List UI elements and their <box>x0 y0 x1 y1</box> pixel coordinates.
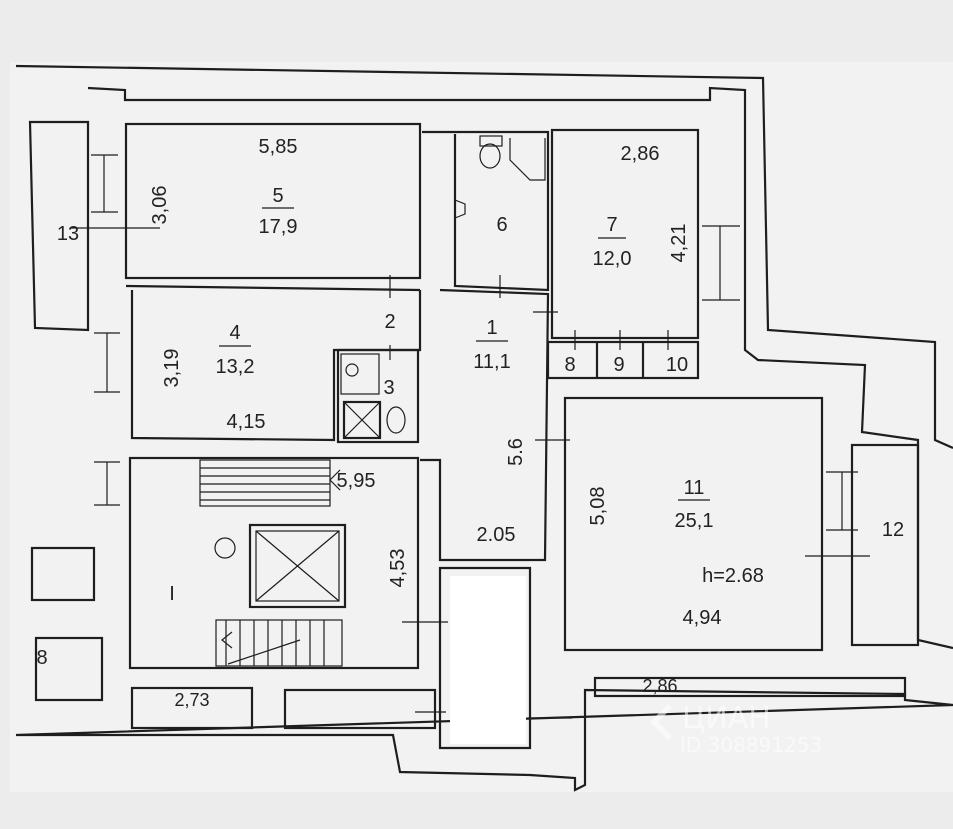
room-1-area: 11,1 <box>473 351 510 373</box>
room-5-dim-h: 3,06 <box>149 186 171 225</box>
outer-wall-inner <box>87 86 953 650</box>
room-11-dim-h: 5,08 <box>587 487 609 526</box>
room-6-sink <box>454 199 466 219</box>
room-13-num: 13 <box>57 223 79 245</box>
room-11-ceiling: h=2.68 <box>702 565 764 587</box>
edge-room-num: 8 <box>36 647 47 669</box>
bottom-dim-a: 2,73 <box>174 690 209 710</box>
room-6-shower <box>509 138 546 181</box>
closets-walls <box>546 340 700 380</box>
watermark: ЦИАН ID 308891253 <box>650 701 822 757</box>
window-marks-left <box>91 154 120 506</box>
room-13-walls <box>28 120 90 332</box>
room-7-walls <box>550 128 700 340</box>
room-7-area: 12,0 <box>593 248 632 270</box>
room-3-shower <box>342 400 382 440</box>
room-4-dim-h: 3,19 <box>161 349 183 388</box>
room-8-num: 8 <box>564 354 575 376</box>
watermark-id: ID 308891253 <box>680 733 822 757</box>
room-5-dim-w: 5,85 <box>259 136 298 158</box>
watermark-logo-icon <box>650 704 672 740</box>
corridor-dim-h: 5.6 <box>505 438 527 466</box>
room-6-toilet <box>479 143 501 169</box>
room-3-shower-x2 <box>343 401 381 439</box>
stairs-top <box>199 459 341 507</box>
stair-post <box>214 537 236 559</box>
room-7-dim-w: 2,86 <box>621 143 660 165</box>
stair-hall-walls <box>128 456 420 670</box>
room-9-num: 9 <box>613 354 624 376</box>
bottom-strip-a <box>130 686 254 730</box>
room-6-num: 6 <box>496 214 507 236</box>
room-11-walls <box>563 396 824 652</box>
elevator-shaft-inner <box>255 530 340 602</box>
room-3-sink <box>345 363 359 377</box>
room-5-walls <box>124 122 422 280</box>
room-5-num: 5 <box>272 185 283 207</box>
bottom-strip-b <box>283 688 437 730</box>
stairs-bottom <box>215 619 343 667</box>
entrance-blank <box>450 576 526 744</box>
room-11-area: 25,1 <box>675 510 714 532</box>
room-3-walls <box>336 348 420 444</box>
room-4-area: 13,2 <box>216 356 255 378</box>
bottom-strip-c <box>593 676 907 698</box>
room-11-dim-w: 4,94 <box>683 607 722 629</box>
room-10-num: 10 <box>666 354 688 376</box>
closet-marks <box>574 330 669 350</box>
lower-left-box <box>30 546 96 602</box>
room-4-num: 4 <box>229 322 240 344</box>
stair-num: I <box>169 583 175 605</box>
window-marks-7 <box>702 225 740 301</box>
room-4-dim-w: 4,15 <box>227 411 266 433</box>
room-6-walls <box>422 130 550 292</box>
room-1-num: 1 <box>486 317 497 339</box>
room-6-tank <box>479 135 503 147</box>
room-3-num: 3 <box>383 377 394 399</box>
elevator-x2 <box>255 530 340 602</box>
room-3-toilet <box>386 406 406 434</box>
room-3-fixture-a <box>340 353 380 395</box>
elevator-shaft <box>248 523 347 609</box>
room-12-walls <box>850 443 920 647</box>
watermark-brand: ЦИАН <box>682 701 771 736</box>
stair-dim-h: 4,53 <box>387 549 409 588</box>
room-2-num: 2 <box>384 311 395 333</box>
partition-5-4 <box>125 284 421 292</box>
room-8-edge-walls <box>34 636 104 702</box>
room-7-num: 7 <box>606 214 617 236</box>
room-12-num: 12 <box>882 519 904 541</box>
room-1-walls <box>420 288 550 562</box>
room-11-num: 11 <box>684 477 705 499</box>
room-7-dim-h: 4,21 <box>668 224 690 263</box>
stair-dim-w: 5,95 <box>337 470 376 492</box>
room-5-area: 17,9 <box>259 216 298 238</box>
bottom-dim-b: 2,86 <box>642 676 677 696</box>
room-4-walls <box>130 290 422 442</box>
corridor-dim-w: 2.05 <box>477 524 516 546</box>
